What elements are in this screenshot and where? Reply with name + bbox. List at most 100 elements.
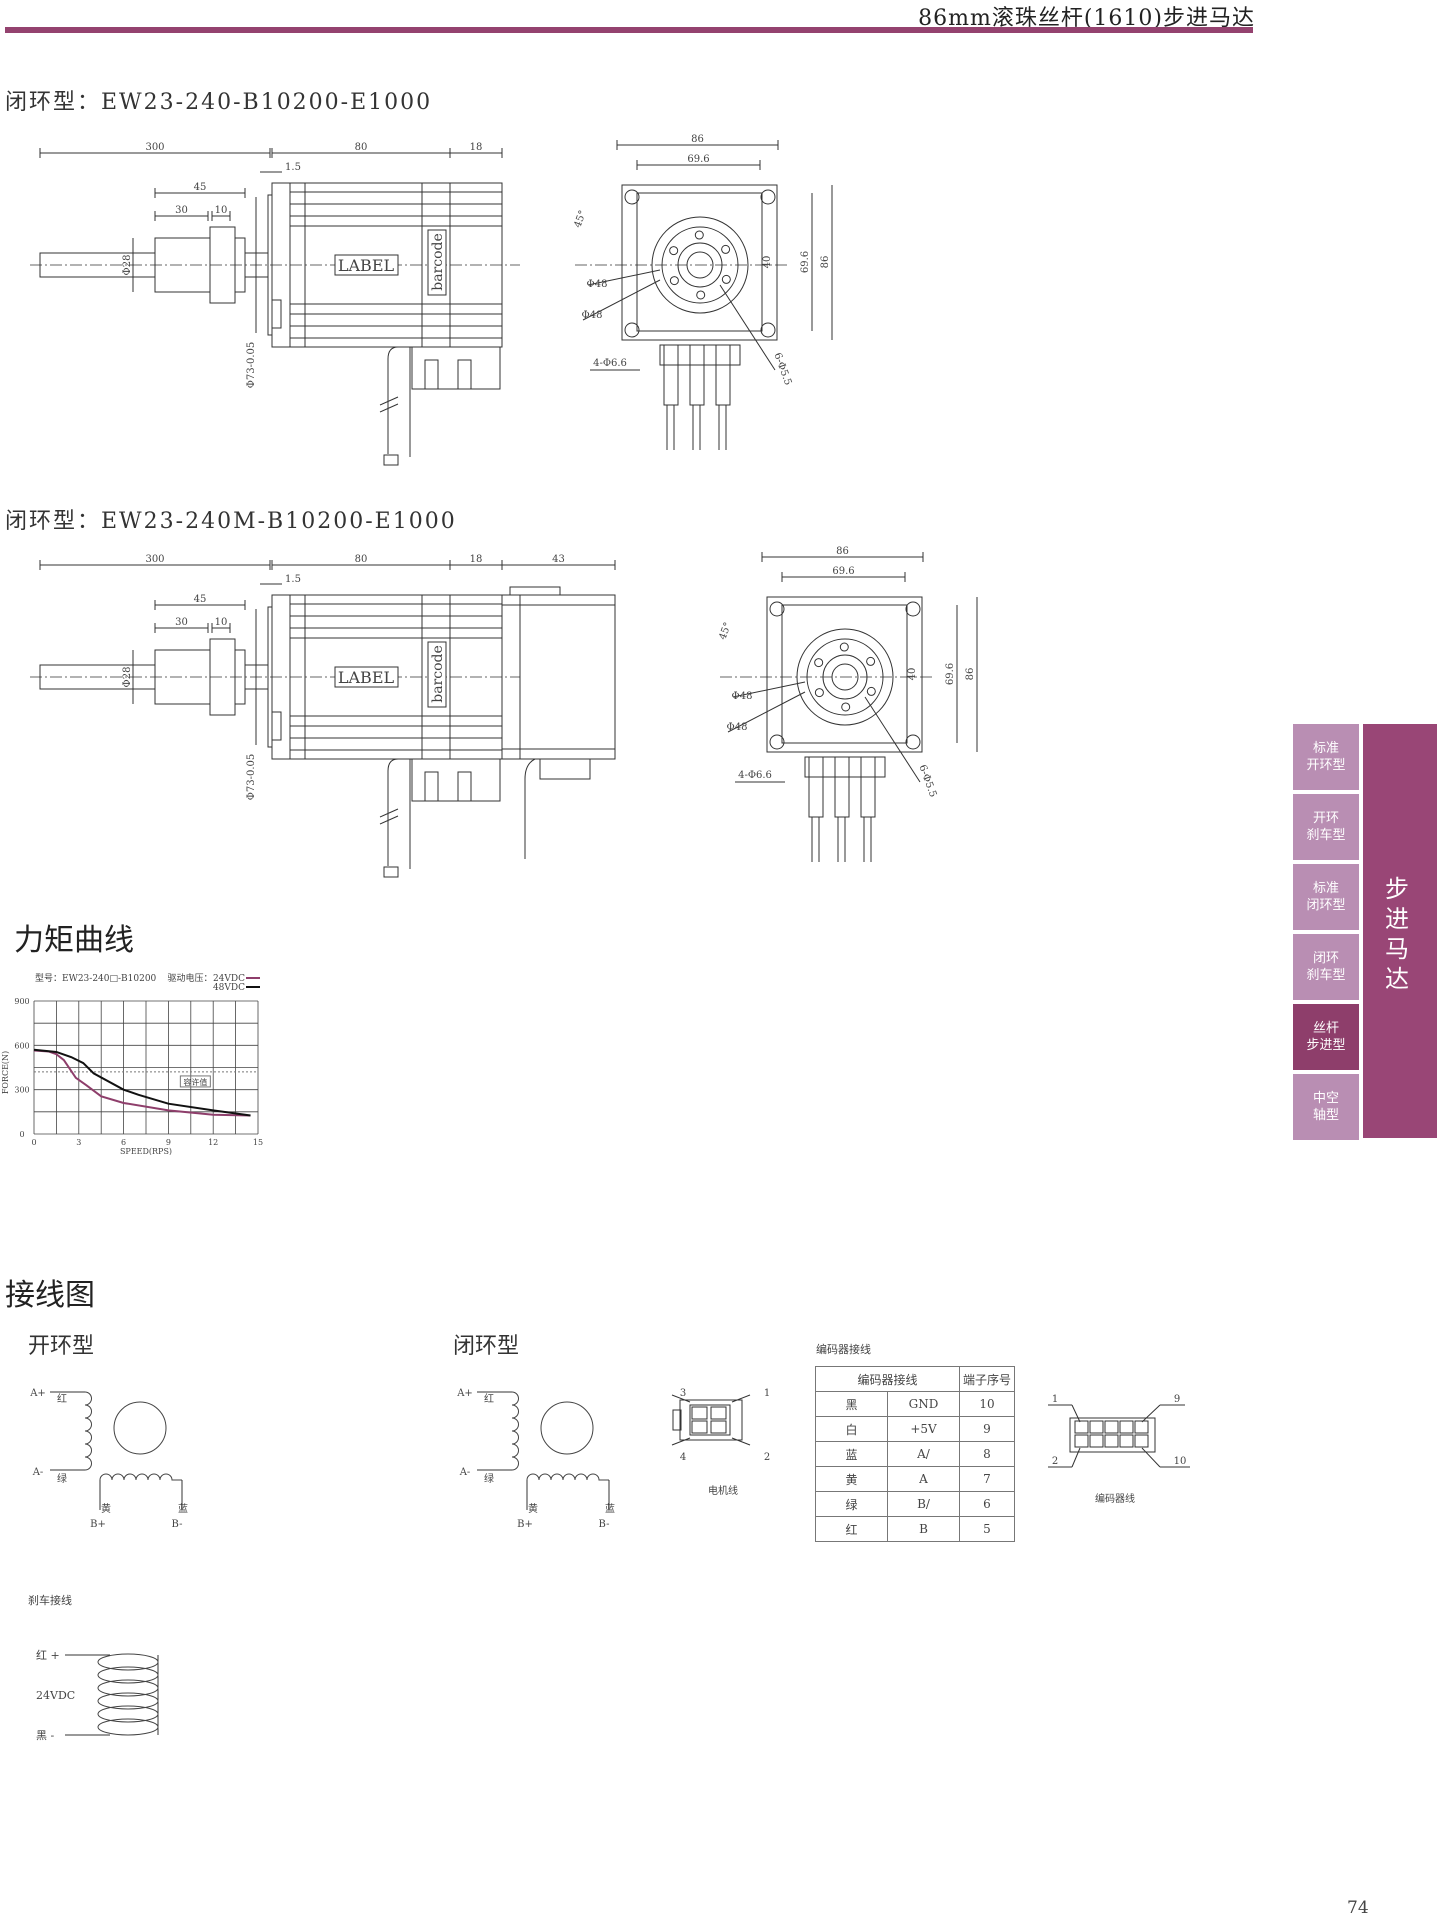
dimension-label: 1.5 [285,162,301,173]
green-label: 绿 [484,1472,494,1485]
torque-title: 力矩曲线 [14,923,134,958]
drawing-rect [1074,1434,1089,1448]
drawing-rect [659,344,741,366]
side-tab[interactable]: 闭环刹车型 [1293,934,1359,1000]
wire [692,405,701,450]
encoder-cable [524,758,536,859]
dimension-label: 80 [355,142,368,153]
mount-hole [624,189,640,205]
mount-hole [769,601,785,617]
drawing-rect [539,758,591,780]
coil-a [84,1391,92,1471]
wire-color: 黄 [815,1466,888,1492]
blue-label: 蓝 [178,1503,188,1515]
drawing-rect [710,1420,727,1434]
series-line-48VDC [33,1048,251,1117]
signal: A [887,1466,960,1492]
screw-hole [841,702,851,712]
side-tab-label: 轴型 [1312,1108,1339,1123]
terminal-number: 9 [959,1416,1015,1442]
side-tab[interactable]: 开环刹车型 [1293,794,1359,860]
dimension-label: 86 [820,256,831,269]
series-line-24VDC [33,1049,251,1117]
dimension-label: 86 [836,546,849,557]
encoder-wiring-title: 编码器接线 [816,1343,871,1356]
label-text: LABEL [338,668,395,687]
drawing-line [1071,1404,1081,1423]
drawing-rect [766,596,923,753]
yellow-label: 黄 [528,1502,538,1515]
drawing-rect [1104,1420,1119,1434]
motor-coil-diagram: A+红A-绿黄蓝B+B- [456,1388,615,1530]
dimension-label: Φ73-0.05 [246,342,257,389]
dimension-label: 3 [680,1388,686,1399]
wire-color: 黑 [815,1391,888,1417]
drawing-rect [1119,1420,1134,1434]
drawing-rect [383,866,399,878]
drawing-rect [781,604,908,744]
dimension-label: 10 [215,205,228,216]
barcode-text: barcode [430,645,446,703]
side-tab[interactable]: 中空轴型 [1293,1074,1359,1140]
a-minus-label: A- [32,1467,44,1478]
mount-hole [905,734,921,750]
drawing-line [1071,1447,1081,1468]
drawing-rect [1074,1420,1089,1434]
side-tab[interactable]: 标准开环型 [1293,724,1359,790]
drawing-rect [1119,1434,1134,1448]
dimension-label: 69.6 [800,251,811,273]
brake-coil-loop [97,1679,159,1697]
coil-a [511,1391,519,1471]
drawing-rect [424,359,439,390]
signal: +5V [887,1416,960,1442]
side-tab-label: 开环 [1312,811,1339,826]
screw-hole [669,276,679,286]
side-tab-label: 丝杆 [1312,1021,1339,1036]
wire [811,817,820,862]
annotation-label: 容许值 [183,1077,207,1087]
b-plus-label: B+ [90,1519,106,1530]
chart-title: 型号：EW23-240□-B10200 [35,973,157,984]
side-tab[interactable]: 标准闭环型 [1293,864,1359,930]
drawing-rect [663,344,679,406]
dimension-label: 40 [907,668,918,681]
brake-red-label: 红 + [36,1649,60,1662]
wire-color: 蓝 [815,1441,888,1467]
side-tab-label: 步进型 [1306,1038,1346,1053]
dimension-label: 45 [194,594,207,605]
a-plus-label: A+ [456,1388,473,1399]
wire [837,817,846,862]
drawing-rect [808,756,824,818]
y-axis-label: FORCE(N) [1,1051,10,1094]
side-tab-label: 闭环型 [1306,898,1346,913]
dimension-label: 18 [470,142,483,153]
rotor-circle [113,1401,167,1455]
dimension-label: Φ28 [122,255,133,276]
terminal-number: 5 [959,1516,1015,1542]
signal: B/ [887,1491,960,1517]
drawing2-title: 闭环型：EW23-240M-B10200-E1000 [5,509,457,534]
screw-hole [866,686,876,696]
x-tick-label: 6 [121,1138,126,1147]
wire [863,817,872,862]
side-tab-label: 中空 [1312,1091,1339,1106]
drawing-rect [457,359,472,390]
drawing-rect [427,229,447,296]
dimension-label: 1.5 [285,574,301,585]
page-header-title: 86mm滚珠丝杆(1610)步进马达 [918,6,1255,31]
screw-hole [694,230,704,240]
mount-hole [624,322,640,338]
yellow-label: 黄 [101,1502,111,1515]
side-tab[interactable]: 丝杆步进型 [1293,1004,1359,1070]
dimension-label: 43 [552,554,565,565]
